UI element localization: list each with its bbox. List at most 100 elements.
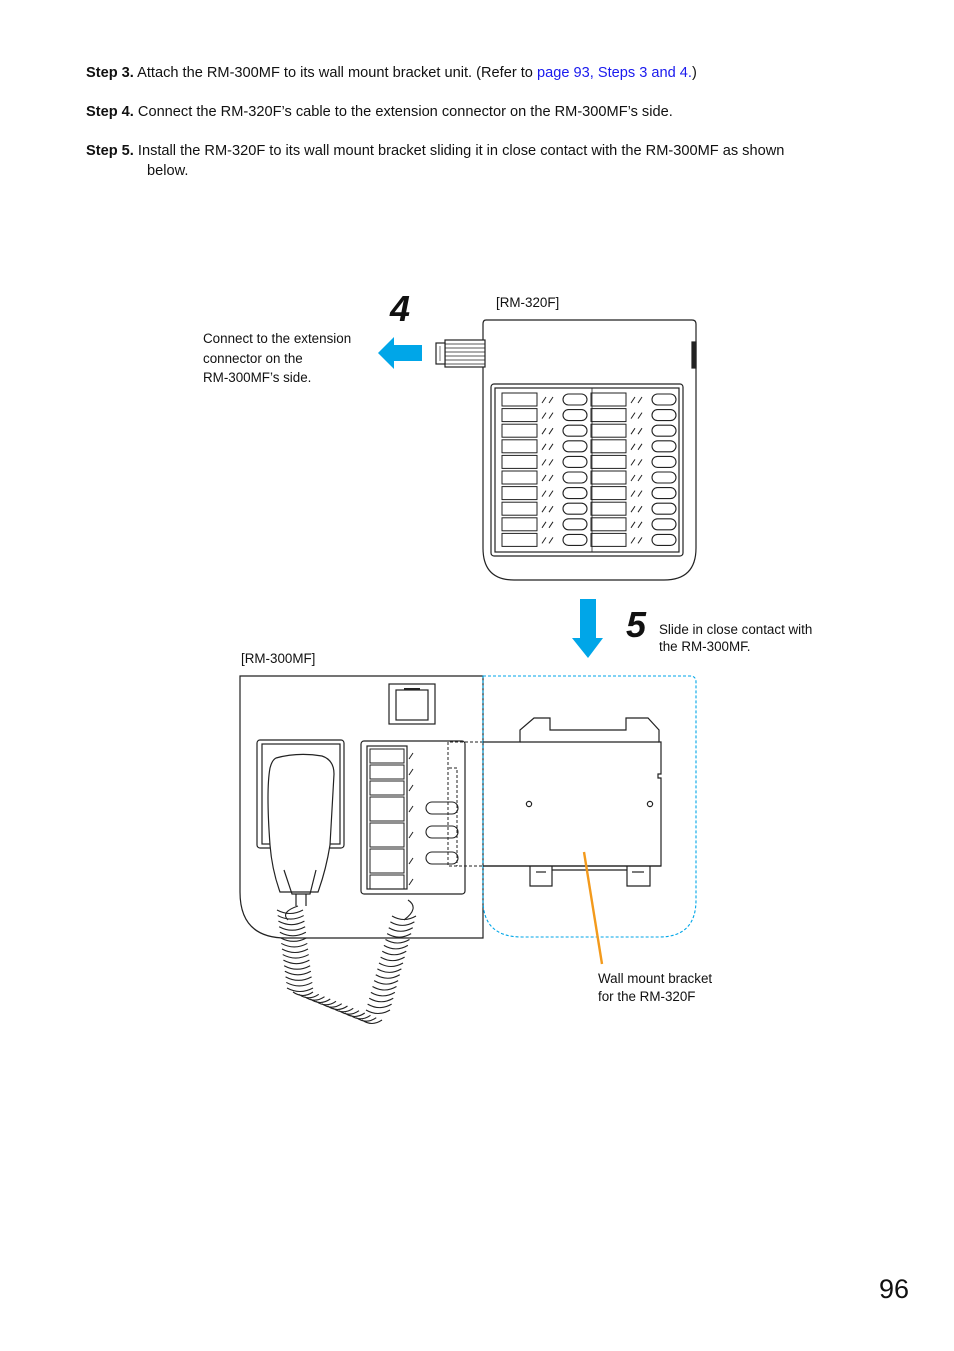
led-mark	[637, 490, 643, 497]
led-mark	[630, 459, 636, 466]
led-mark	[630, 537, 636, 544]
zone-button	[562, 533, 588, 546]
led-mark	[541, 521, 547, 529]
zone-label-box	[590, 532, 627, 547]
bracket-leader-line	[582, 851, 604, 965]
led-mark	[408, 784, 414, 792]
step-4: Step 4. Connect the RM-320F’s cable to t…	[86, 102, 876, 122]
zone-label-box	[501, 423, 538, 438]
zone-label-box	[501, 392, 538, 407]
zone-button	[562, 409, 588, 422]
zone-label-box	[501, 470, 538, 485]
zone-label-box	[501, 408, 538, 423]
led-mark	[548, 412, 554, 419]
led-mark	[637, 505, 643, 513]
led-mark	[630, 396, 636, 404]
rm300mf-unit	[239, 675, 484, 939]
led-mark	[630, 412, 636, 419]
connect-arrow-icon	[378, 337, 422, 369]
led-mark	[408, 768, 414, 776]
zone-label-box	[501, 517, 538, 532]
led-mark	[541, 537, 547, 544]
zone-label-box	[590, 470, 627, 485]
zone-button	[651, 409, 677, 422]
led-mark	[637, 443, 643, 451]
zone-label-box	[590, 517, 627, 532]
led-mark	[637, 537, 643, 544]
step-4-number: 4	[390, 288, 411, 329]
zone-label-box	[501, 501, 538, 516]
page-93-link[interactable]: page 93, Steps 3 and 4.	[536, 65, 692, 81]
zone-label-box	[501, 439, 538, 454]
zone-button	[651, 502, 677, 515]
key-label-box	[369, 764, 405, 780]
zone-button	[562, 424, 588, 437]
step-5-number: 5	[626, 604, 647, 645]
zone-button	[562, 502, 588, 515]
zone-button	[651, 440, 677, 453]
step-5: Step 5. Install the RM-320F to its wall …	[86, 141, 876, 181]
step-5-text-continued: below.	[147, 163, 189, 179]
zone-button	[562, 518, 588, 531]
zone-label-box	[590, 423, 627, 438]
bracket-outline	[482, 675, 697, 938]
step-4-text: Connect the RM-320F’s cable to the exten…	[133, 104, 673, 120]
coiled-cord	[276, 899, 417, 1025]
slide-caption: Slide in close contact with the RM-300MF…	[659, 622, 813, 654]
led-mark	[408, 878, 414, 886]
led-mark	[548, 490, 554, 497]
led-mark	[541, 396, 547, 404]
zone-button	[651, 455, 677, 468]
led-mark	[637, 396, 643, 404]
led-mark	[408, 831, 414, 839]
zone-button	[651, 471, 677, 484]
zone-label-box	[590, 454, 627, 469]
zone-label-box	[590, 486, 627, 501]
step-3: Step 3. Attach the RM-300MF to its wall …	[86, 63, 876, 83]
key-label-box	[369, 780, 405, 796]
zone-button	[651, 533, 677, 546]
zone-label-box	[501, 454, 538, 469]
led-mark	[630, 474, 636, 482]
led-mark	[541, 412, 547, 419]
zone-button	[562, 393, 588, 406]
key-label-box	[369, 796, 405, 822]
zone-button	[651, 518, 677, 531]
led-mark	[541, 459, 547, 466]
led-mark	[637, 521, 643, 529]
zone-button	[562, 440, 588, 453]
led-mark	[408, 857, 414, 865]
led-mark	[548, 505, 554, 513]
led-mark	[637, 474, 643, 482]
led-mark	[630, 521, 636, 529]
zone-button	[651, 487, 677, 500]
slide-arrow-icon	[572, 599, 603, 658]
step-5-text: Install the RM-320F to its wall mount br…	[133, 143, 785, 159]
led-mark	[630, 427, 636, 435]
led-mark	[548, 459, 554, 466]
rm300mf-key-column	[369, 748, 459, 890]
zone-button	[562, 471, 588, 484]
zone-label-box	[501, 532, 538, 547]
led-mark	[541, 505, 547, 513]
zone-button	[562, 455, 588, 468]
step-3-text: Attach the RM-300MF to its wall mount br…	[133, 65, 537, 81]
key-label-box	[369, 822, 405, 848]
led-mark	[548, 427, 554, 435]
connect-caption: Connect to the extension connector on th…	[203, 331, 352, 385]
key-label-box	[369, 848, 405, 874]
zone-label-box	[590, 392, 627, 407]
wall-mount-bracket	[483, 717, 662, 887]
led-mark	[541, 490, 547, 497]
bracket-caption: Wall mount bracket for the RM-320F	[598, 971, 713, 1004]
led-mark	[548, 396, 554, 404]
step-5-label: Step 5.	[86, 143, 134, 159]
led-mark	[630, 505, 636, 513]
led-mark	[541, 474, 547, 482]
led-mark	[637, 459, 643, 466]
rm320f-button-grid	[501, 392, 677, 547]
zone-label-box	[590, 408, 627, 423]
step-3-label: Step 3.	[86, 65, 134, 81]
